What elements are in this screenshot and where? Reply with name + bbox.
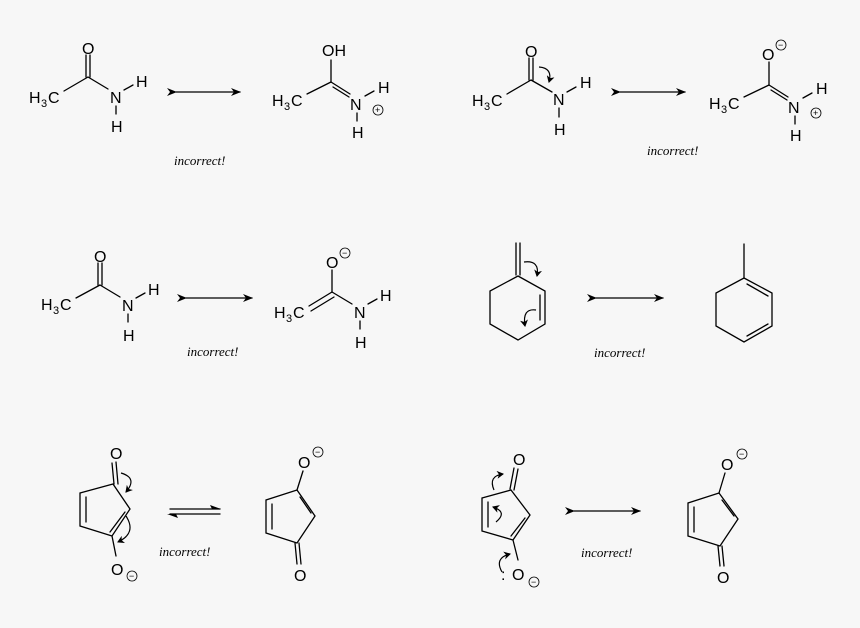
atom-c: C <box>293 305 305 322</box>
iminol-right: H 3 C OH N H H + <box>272 43 390 142</box>
atom-h: H <box>272 93 284 110</box>
acetamide-left: H 3 C O N H H <box>29 41 148 136</box>
atom-sub3: 3 <box>721 104 727 116</box>
cyclopentenone-right: O − O <box>687 448 748 587</box>
panel-6: O : O − O − O incorre <box>481 448 748 588</box>
atom-sub3: 3 <box>284 101 290 113</box>
atom-h: H <box>580 75 592 92</box>
atom-n: N <box>788 100 800 117</box>
minus-charge: − <box>739 449 744 459</box>
curly-arrow <box>491 470 504 491</box>
atom-o: O <box>94 249 106 266</box>
minus-charge: − <box>342 248 347 258</box>
atom-h: H <box>41 297 53 314</box>
methylcyclohexadiene-right <box>715 243 773 343</box>
atom-sub3: 3 <box>484 101 490 113</box>
lone-pair: : <box>501 567 505 584</box>
incorrect-label: incorrect! <box>647 143 699 158</box>
atom-o: O <box>762 47 774 64</box>
atom-h: H <box>111 119 123 136</box>
minus-charge: − <box>129 571 134 581</box>
atom-sub3: 3 <box>286 313 292 325</box>
atom-n: N <box>350 97 362 114</box>
minus-charge: − <box>778 40 783 50</box>
curly-arrow <box>120 472 133 493</box>
plus-charge: + <box>375 105 380 115</box>
atom-h: H <box>790 128 802 145</box>
atom-h: H <box>554 122 566 139</box>
curly-arrow <box>492 505 502 523</box>
atom-o: O <box>294 568 306 585</box>
atom-h: H <box>816 81 828 98</box>
curly-arrow <box>498 551 511 573</box>
panel-5: O O − O − <box>79 446 324 585</box>
atom-o: O <box>82 41 94 58</box>
atom-o: O <box>513 452 525 469</box>
incorrect-label: incorrect! <box>594 345 646 360</box>
atom-h: H <box>380 288 392 305</box>
minus-charge: − <box>531 577 536 587</box>
panel-3: H 3 C O N H H H 3 C O − N <box>41 247 392 359</box>
incorrect-label: incorrect! <box>159 544 211 559</box>
incorrect-label: incorrect! <box>187 344 239 359</box>
atom-h: H <box>472 93 484 110</box>
atom-h: H <box>136 74 148 91</box>
panel-1: H 3 C O N H H H 3 C OH N H <box>29 41 390 168</box>
incorrect-label: incorrect! <box>174 153 226 168</box>
atom-n: N <box>553 92 565 109</box>
atom-h: H <box>29 90 41 107</box>
curly-arrow <box>538 66 555 83</box>
atom-h: H <box>352 125 364 142</box>
cyclopentenone-right: O − O <box>265 446 324 585</box>
enolate-right: H 3 C O − N H H <box>274 247 392 352</box>
atom-o: O <box>512 567 524 584</box>
minus-charge: − <box>315 447 320 457</box>
atom-o: O <box>298 455 310 472</box>
atom-o: O <box>110 446 122 463</box>
atom-c: C <box>291 93 303 110</box>
atom-n: N <box>110 90 122 107</box>
atom-h: H <box>148 282 160 299</box>
atom-oh: OH <box>322 43 346 60</box>
panel-4: incorrect! <box>489 242 773 360</box>
atom-h: H <box>355 335 367 352</box>
atom-o: O <box>111 562 123 579</box>
equilibrium-arrow <box>167 505 221 518</box>
atom-h: H <box>274 305 286 322</box>
panel-2: H 3 C O N H H H 3 C O − N <box>472 39 828 158</box>
atom-c: C <box>728 96 740 113</box>
atom-sub3: 3 <box>41 98 47 110</box>
atom-o: O <box>721 457 733 474</box>
atom-c: C <box>48 90 60 107</box>
methylenecyclohexene-left <box>489 242 546 341</box>
atom-c: C <box>60 297 72 314</box>
atom-c: C <box>491 93 503 110</box>
atom-o: O <box>717 570 729 587</box>
atom-h: H <box>709 96 721 113</box>
atom-o: O <box>326 255 338 272</box>
atom-sub3: 3 <box>53 305 59 317</box>
atom-h: H <box>123 328 135 345</box>
atom-n: N <box>122 298 134 315</box>
atom-n: N <box>354 305 366 322</box>
acetamide-arrow-left: H 3 C O N H H <box>472 44 592 139</box>
zwitterion-right: H 3 C O − N H H + <box>709 39 828 145</box>
plus-charge: + <box>813 108 818 118</box>
incorrect-label: incorrect! <box>581 545 633 560</box>
atom-h: H <box>378 80 390 97</box>
curly-arrow <box>117 515 131 544</box>
atom-o: O <box>525 44 537 61</box>
cyclopentenone-left: O O − <box>79 446 138 582</box>
cyclopentenone-lonepair-left: O : O − <box>481 452 540 588</box>
acetamide-left: H 3 C O N H H <box>41 249 160 345</box>
curly-arrow <box>523 261 543 277</box>
curly-arrow <box>520 309 537 327</box>
